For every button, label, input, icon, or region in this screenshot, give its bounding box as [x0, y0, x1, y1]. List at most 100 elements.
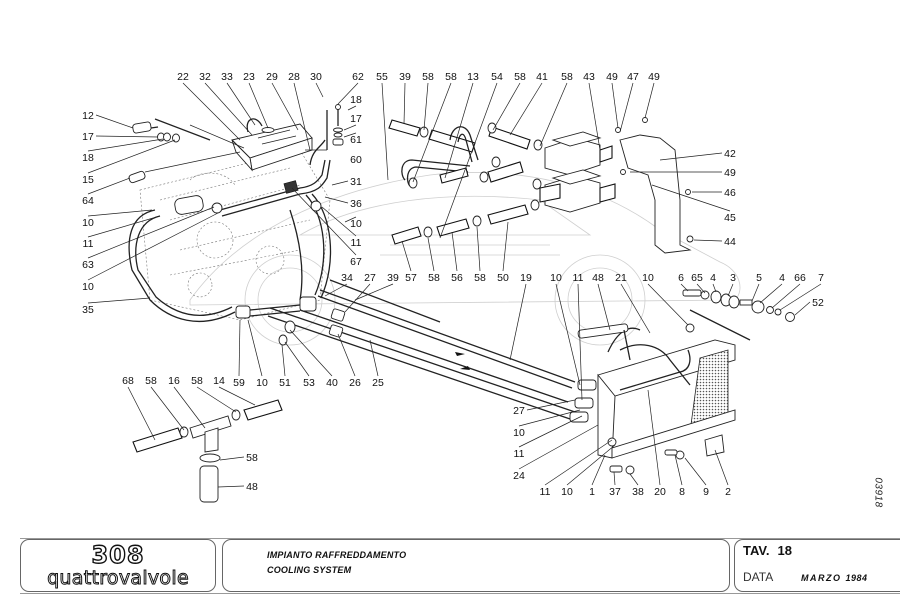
- callout-56: 56: [451, 272, 463, 284]
- leader-line-19: [509, 283, 527, 361]
- tav-number: 18: [777, 543, 792, 558]
- leader-line-11: [577, 283, 583, 401]
- callout-10: 10: [82, 217, 94, 229]
- callout-32: 32: [199, 71, 211, 83]
- callout-19: 19: [520, 272, 532, 284]
- leader-line-22: [182, 82, 241, 141]
- title-block-top-rule: [20, 538, 900, 539]
- leader-line-23: [248, 82, 269, 129]
- leader-line-58: [150, 386, 185, 431]
- leader-line-10: [647, 283, 689, 326]
- callout-46: 46: [724, 187, 736, 199]
- callout-13: 13: [467, 71, 479, 83]
- callout-50: 50: [497, 272, 509, 284]
- leader-line-24: [518, 424, 599, 470]
- leader-line-48: [597, 283, 611, 331]
- callout-66: 66: [794, 272, 806, 284]
- leader-line-11: [87, 215, 161, 238]
- leader-line-8: [674, 454, 683, 486]
- callout-64: 64: [82, 195, 94, 207]
- date-year: 1984: [845, 573, 868, 583]
- leader-line-62: [337, 82, 359, 105]
- leader-line-11: [321, 206, 357, 237]
- callout-4: 4: [710, 272, 716, 284]
- callout-33: 33: [221, 71, 233, 83]
- leader-line-55: [381, 82, 389, 181]
- leader-line-16: [173, 386, 206, 429]
- callout-58: 58: [474, 272, 486, 284]
- coolant-pipes: [267, 279, 576, 421]
- leader-line-58: [539, 82, 568, 147]
- leader-line-20: [647, 389, 661, 486]
- mount-stack: [682, 289, 795, 322]
- leader-line-4: [712, 283, 717, 293]
- leader-line-10: [87, 212, 219, 281]
- callout-10: 10: [350, 218, 362, 230]
- leader-line-1: [591, 454, 606, 486]
- callout-44: 44: [724, 236, 736, 248]
- leader-line-47: [619, 82, 634, 133]
- callout-48: 48: [246, 481, 258, 493]
- leader-line-65: [696, 283, 706, 294]
- leader-line-56: [451, 231, 458, 272]
- leader-line-49: [611, 82, 619, 129]
- leader-line-34: [324, 283, 348, 297]
- callout-67: 67: [350, 256, 362, 268]
- leader-line-51: [281, 344, 286, 377]
- drawing-code: 03918: [872, 477, 884, 508]
- callout-47: 47: [627, 71, 639, 83]
- leader-lines: [87, 82, 822, 488]
- callout-1: 1: [589, 486, 595, 498]
- callout-10: 10: [642, 272, 654, 284]
- leader-line-39: [403, 82, 406, 125]
- leader-line-61: [343, 132, 357, 138]
- callout-23: 23: [243, 71, 255, 83]
- leader-line-5: [751, 283, 760, 302]
- callout-58: 58: [145, 375, 157, 387]
- mounting-bracket: [619, 134, 694, 254]
- callout-65: 65: [691, 272, 703, 284]
- callout-5: 5: [756, 272, 762, 284]
- t-piece-assembly: [132, 399, 283, 503]
- callout-30: 30: [310, 71, 322, 83]
- callout-27: 27: [513, 405, 525, 417]
- callout-49: 49: [606, 71, 618, 83]
- tav-label: TAV.: [743, 543, 770, 558]
- callout-15: 15: [82, 174, 94, 186]
- callout-6: 6: [678, 272, 684, 284]
- callout-63: 63: [82, 259, 94, 271]
- leader-line-48: [217, 485, 245, 488]
- callout-59: 59: [233, 377, 245, 389]
- leader-line-7: [779, 283, 822, 311]
- callout-12: 12: [82, 110, 94, 122]
- leader-line-12: [95, 114, 134, 129]
- title-block-bottom-rule: [20, 593, 900, 594]
- callout-20: 20: [654, 486, 666, 498]
- leader-line-10: [247, 319, 263, 377]
- callout-48: 48: [592, 272, 604, 284]
- callout-58: 58: [514, 71, 526, 83]
- callout-11: 11: [351, 237, 362, 249]
- callout-14: 14: [213, 375, 225, 387]
- callout-55: 55: [376, 71, 388, 83]
- callout-10: 10: [550, 272, 562, 284]
- logo-variant: quattrovalvole: [47, 567, 190, 590]
- callout-58: 58: [246, 452, 258, 464]
- cooling-system-diagram: 1217181564101163103522323323292830621817…: [82, 71, 824, 503]
- leader-line-25: [369, 339, 379, 377]
- callout-38: 38: [632, 486, 644, 498]
- leader-line-66: [771, 283, 801, 309]
- leader-line-18: [87, 138, 164, 152]
- leader-line-11: [518, 415, 583, 448]
- leader-line-29: [271, 82, 299, 131]
- leader-line-33: [226, 82, 256, 126]
- leader-line-44: [693, 239, 723, 242]
- leader-line-58: [196, 386, 237, 413]
- leader-line-10: [566, 444, 616, 486]
- leader-line-58: [412, 82, 452, 183]
- callout-17: 17: [82, 131, 94, 143]
- leader-line-9: [684, 457, 707, 486]
- valve-housings: [539, 117, 648, 213]
